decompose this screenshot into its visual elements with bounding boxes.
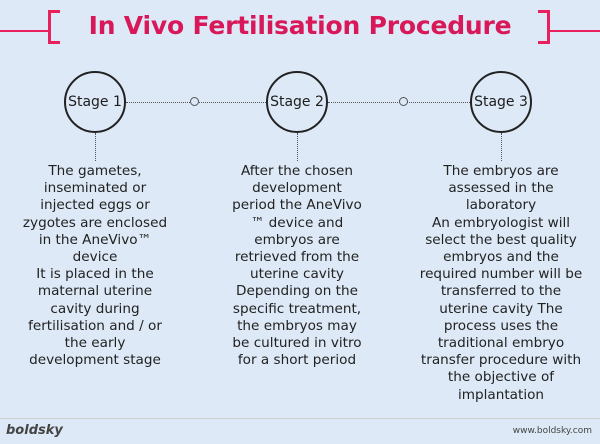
- stage-1-description: The gametes, inseminated or injected egg…: [20, 163, 170, 369]
- stage-2-text-line: be cultured in vitro: [232, 335, 362, 352]
- title-rule-left: [0, 30, 48, 32]
- stage-2-text-line: Depending on the: [236, 283, 358, 300]
- stage-3-text-line: assessed in the: [448, 180, 554, 197]
- stage-3-text-line: transferred to the: [440, 283, 562, 300]
- stage-1-circle: Stage 1: [64, 71, 126, 133]
- stage-2-text-line: After the chosen: [240, 163, 354, 179]
- footer-divider: [0, 418, 600, 419]
- stage-3-text-line: embryos and the: [443, 249, 559, 266]
- title-banner: In Vivo Fertilisation Procedure: [0, 8, 600, 52]
- title-bracket-right: [538, 10, 550, 44]
- stage-1-text-line: cavity during: [50, 300, 140, 317]
- stage-2-text-line: retrieved from the: [234, 249, 360, 266]
- stage-3-text-line: implantation: [457, 386, 545, 403]
- stage-3-text-line: An embryologist will: [431, 214, 571, 231]
- stage-3-label: Stage 3: [474, 94, 528, 110]
- page-title: In Vivo Fertilisation Procedure: [88, 11, 512, 40]
- stage-1-text-line: inseminated or: [43, 180, 147, 197]
- stage-3-text-line: uterine cavity The: [439, 300, 563, 317]
- stage-2-text-line: period the AneVivo: [232, 197, 362, 214]
- stage-3-text-line: traditional embryo: [437, 335, 565, 352]
- boldsky-logo: boldsky: [6, 423, 63, 438]
- stage-1-text-line: device: [72, 249, 118, 266]
- stage-1-drop-line: [95, 133, 96, 161]
- stage-3-text-line: The embryos are: [443, 163, 559, 179]
- stage-2-circle: Stage 2: [266, 71, 328, 133]
- stage-2-text-line: specific treatment,: [232, 300, 362, 317]
- stage-1-text-line: injected eggs or: [40, 197, 150, 214]
- stage-3-text-line: required number will be: [419, 266, 583, 283]
- title-bracket-left: [48, 10, 60, 44]
- stage-1-text-line: the early: [64, 335, 126, 352]
- stage-3-text-line: select the best quality: [425, 231, 577, 248]
- stage-1-text-line: It is placed in the: [36, 266, 154, 283]
- stage-2-text-line: embryos are: [254, 231, 340, 248]
- stage-2-description: After the chosen development period the …: [222, 163, 372, 369]
- timeline-node-2: [399, 97, 408, 106]
- stage-3-circle: Stage 3: [470, 71, 532, 133]
- stage-1-text-line: development stage: [29, 352, 161, 369]
- timeline-node-1: [190, 97, 199, 106]
- stage-1-label: Stage 1: [68, 94, 122, 110]
- stage-1-text-line: The gametes,: [48, 163, 142, 179]
- stage-2-text-line: for a short period: [237, 352, 357, 369]
- stage-3-text-line: transfer procedure with: [420, 352, 582, 369]
- stage-3-description: The embryos are assessed in the laborato…: [418, 163, 584, 404]
- stage-3-text-line: laboratory: [465, 197, 537, 214]
- timeline-connector-1-2: [126, 102, 272, 103]
- stage-2-text-line: uterine cavity: [250, 266, 344, 283]
- stage-2-text-line: the embryos may: [237, 317, 357, 334]
- website-url: www.boldsky.com: [512, 426, 592, 436]
- title-rule-right: [550, 30, 600, 32]
- stage-2-label: Stage 2: [270, 94, 324, 110]
- stage-1-text-line: in the AneVivo™: [38, 231, 152, 248]
- stage-2-drop-line: [297, 133, 298, 161]
- stage-1-text-line: maternal uterine: [37, 283, 153, 300]
- stage-1-text-line: zygotes are enclosed: [22, 214, 168, 231]
- stage-2-text-line: development: [252, 180, 342, 197]
- stage-3-text-line: the objective of: [447, 369, 555, 386]
- stage-1-text-line: fertilisation and / or: [28, 317, 162, 334]
- stage-3-text-line: process uses the: [443, 317, 559, 334]
- stage-2-text-line: ™ device and: [250, 214, 344, 231]
- stage-3-drop-line: [501, 133, 502, 161]
